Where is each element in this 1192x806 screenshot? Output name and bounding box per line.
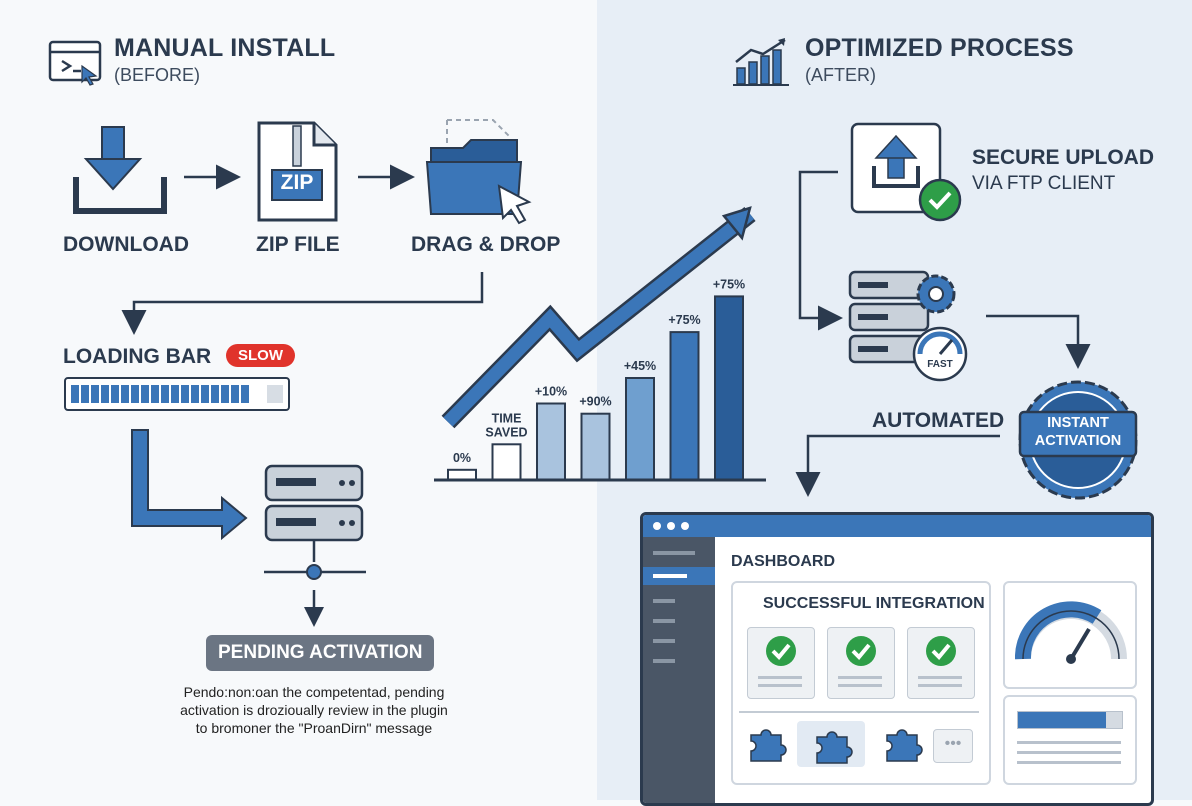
fast-label: FAST bbox=[927, 359, 953, 370]
after-title: OPTIMIZED PROCESS bbox=[805, 34, 1074, 62]
chart-bar bbox=[447, 468, 477, 481]
puzzle-tile-highlight bbox=[797, 721, 865, 767]
tile-line bbox=[758, 684, 802, 687]
chart-bar-label: +90% bbox=[579, 395, 611, 409]
trend-arrow bbox=[441, 206, 756, 429]
network-node-icon bbox=[264, 564, 366, 580]
upload-icon bbox=[850, 122, 962, 222]
slow-badge: SLOW bbox=[226, 344, 295, 367]
zip-file-icon bbox=[257, 121, 338, 222]
loading-progress-fill bbox=[71, 385, 250, 403]
growth-chart-icon bbox=[733, 38, 789, 86]
secure-upload-label: SECURE UPLOAD bbox=[972, 146, 1155, 169]
folder-drag-icon bbox=[425, 119, 532, 225]
chart-bar bbox=[491, 443, 522, 482]
check-circle-icon bbox=[846, 636, 876, 666]
more-icon[interactable]: ••• bbox=[933, 729, 973, 763]
window-titlebar bbox=[643, 515, 1151, 537]
sidebar-item-active-bar bbox=[653, 574, 687, 578]
chart-bar bbox=[669, 331, 700, 481]
sidebar-item[interactable] bbox=[653, 551, 695, 555]
status-line bbox=[1017, 741, 1121, 744]
loading-bar-label: LOADING BAR bbox=[63, 345, 212, 368]
download-icon bbox=[73, 126, 167, 214]
window-dot-2[interactable] bbox=[667, 522, 675, 530]
pending-activation-pill: PENDING ACTIVATION bbox=[206, 635, 435, 671]
pending-note-line-2: activation is drozioually review in the … bbox=[180, 702, 448, 718]
status-line bbox=[1017, 751, 1121, 754]
status-card bbox=[1003, 695, 1137, 785]
before-title: MANUAL INSTALL bbox=[114, 34, 336, 62]
chart-bar bbox=[536, 402, 566, 481]
puzzle-piece-icon bbox=[750, 729, 787, 762]
zip-icon-text: ZIP bbox=[280, 171, 314, 194]
step-label-drag-drop: DRAG & DROP bbox=[411, 233, 561, 256]
loading-progress-bar bbox=[64, 377, 290, 411]
check-circle-icon bbox=[926, 636, 956, 666]
sidebar-item-active[interactable] bbox=[643, 567, 715, 585]
instant-activation-text: INSTANT ACTIVATION bbox=[1020, 414, 1136, 450]
chart-bar bbox=[580, 412, 611, 481]
tile-line bbox=[918, 684, 962, 687]
dashboard-title: DASHBOARD bbox=[731, 553, 835, 570]
tile-line bbox=[918, 676, 962, 679]
status-progress-fill bbox=[1018, 712, 1106, 728]
gauge-card bbox=[1003, 581, 1137, 689]
speed-gauge-icon bbox=[1015, 601, 1127, 664]
sidebar-item[interactable] bbox=[653, 639, 675, 643]
seal-line-1: INSTANT bbox=[1047, 415, 1109, 431]
integration-check-tile bbox=[907, 627, 975, 699]
chart-bar-label: 0% bbox=[453, 451, 471, 465]
divider bbox=[739, 711, 979, 713]
chart-bar-label: +75% bbox=[668, 313, 700, 327]
instant-activation-seal bbox=[1018, 380, 1138, 500]
sidebar-item[interactable] bbox=[653, 619, 675, 623]
window-dot-3[interactable] bbox=[681, 522, 689, 530]
integration-check-tile bbox=[827, 627, 895, 699]
status-line bbox=[1017, 761, 1121, 764]
status-progress-bar bbox=[1017, 711, 1123, 729]
chart-bar bbox=[714, 295, 744, 482]
chart-bar-label: SAVED bbox=[485, 425, 527, 439]
seal-line-2: ACTIVATION bbox=[1034, 433, 1122, 449]
fast-server-icon bbox=[848, 270, 968, 382]
tile-line bbox=[838, 676, 882, 679]
integration-check-tile bbox=[747, 627, 815, 699]
pending-note: Pendo:non:oan the competentad, pending a… bbox=[164, 683, 464, 737]
chart-bar bbox=[625, 377, 655, 481]
after-subtitle: (AFTER) bbox=[805, 65, 876, 85]
step-label-download: DOWNLOAD bbox=[63, 233, 189, 256]
chart-bar-label: +75% bbox=[713, 277, 745, 291]
automated-label: AUTOMATED bbox=[872, 409, 1005, 432]
check-circle-icon bbox=[766, 636, 796, 666]
chart-bar-label: +10% bbox=[535, 385, 567, 399]
server-icon bbox=[264, 464, 364, 562]
terminal-cursor-icon bbox=[48, 40, 102, 86]
pending-note-line-1: Pendo:non:oan the competentad, pending bbox=[183, 684, 445, 700]
dashboard-sidebar bbox=[643, 537, 715, 803]
puzzle-piece-icon bbox=[816, 731, 853, 764]
window-dot-1[interactable] bbox=[653, 522, 661, 530]
ftp-client-label: VIA FTP CLIENT bbox=[972, 173, 1116, 194]
step-label-zip: ZIP FILE bbox=[256, 233, 340, 256]
loading-progress-remainder bbox=[267, 385, 283, 403]
dashboard-window: DASHBOARD SUCCESSFUL INTEGRATION ••• bbox=[640, 512, 1154, 806]
chart-bar-label: TIME bbox=[492, 411, 522, 425]
puzzle-piece-icon bbox=[886, 729, 923, 762]
chart-bar-label: +45% bbox=[624, 359, 656, 373]
tile-line bbox=[838, 684, 882, 687]
integration-title: SUCCESSFUL INTEGRATION bbox=[763, 595, 985, 612]
before-subtitle: (BEFORE) bbox=[114, 65, 201, 85]
integration-card: SUCCESSFUL INTEGRATION ••• bbox=[731, 581, 991, 785]
pending-note-line-3: to bromoner the "ProanDirn" message bbox=[195, 720, 433, 736]
tile-line bbox=[758, 676, 802, 679]
sidebar-item[interactable] bbox=[653, 599, 675, 603]
sidebar-item[interactable] bbox=[653, 659, 675, 663]
